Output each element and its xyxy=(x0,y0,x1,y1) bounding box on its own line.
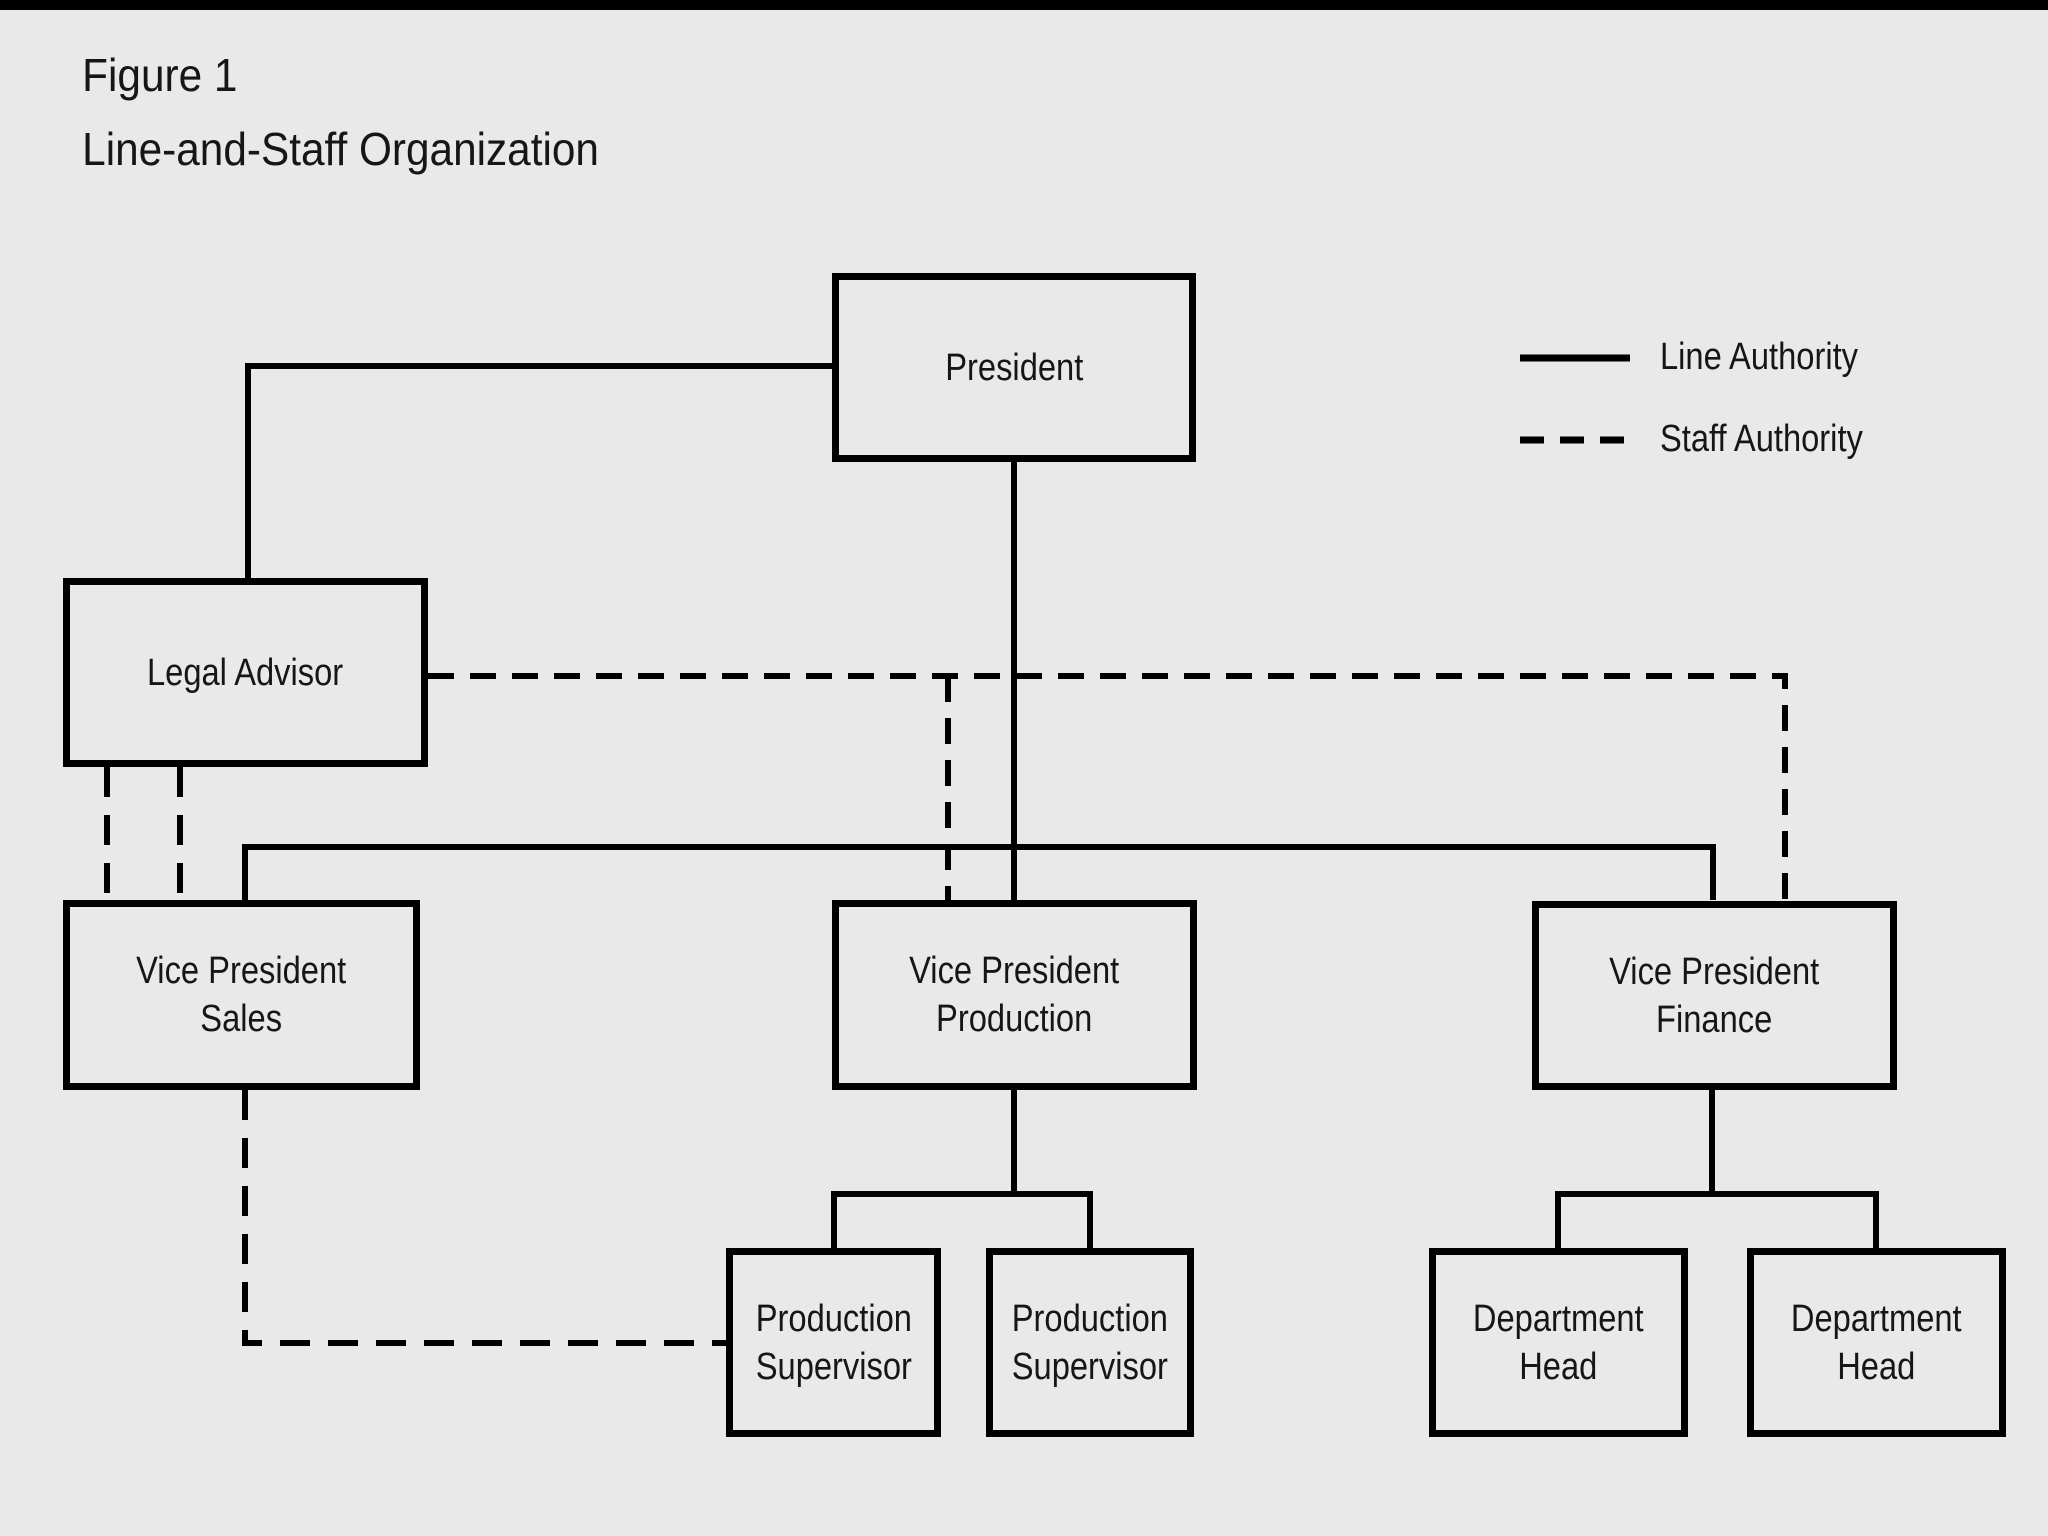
edge-president-legal-advisor xyxy=(245,363,832,578)
node-vp-finance: Vice President Finance xyxy=(1532,901,1897,1090)
node-vp-finance-label: Vice President Finance xyxy=(1609,950,1820,1041)
node-production-supervisor-1: Production Supervisor xyxy=(726,1248,941,1437)
legend-label-staff-authority: Staff Authority xyxy=(1660,418,1863,460)
figure-subtitle: Line-and-Staff Organization xyxy=(82,123,599,175)
node-legal-advisor-label: Legal Advisor xyxy=(147,651,344,694)
node-production-supervisor-2-label: Production Supervisor xyxy=(1011,1297,1169,1388)
edge-president-vps-connector xyxy=(242,844,1716,900)
node-production-supervisor-2: Production Supervisor xyxy=(986,1248,1194,1437)
node-department-head-2-label: Department Head xyxy=(1791,1297,1962,1388)
node-vp-sales: Vice President Sales xyxy=(63,900,420,1090)
node-vp-production-label: Vice President Production xyxy=(909,950,1120,1040)
node-president: President xyxy=(832,273,1196,462)
node-department-head-1: Department Head xyxy=(1429,1248,1688,1437)
node-legal-advisor: Legal Advisor xyxy=(63,578,428,767)
node-department-head-2: Department Head xyxy=(1747,1248,2006,1437)
node-vp-sales-label: Vice President Sales xyxy=(136,950,347,1040)
edge-vp-sales-production-supervisor-dashed xyxy=(242,1090,726,1346)
node-vp-production: Vice President Production xyxy=(832,900,1197,1090)
node-production-supervisor-1-label: Production Supervisor xyxy=(755,1297,912,1388)
node-department-head-1-label: Department Head xyxy=(1473,1297,1644,1388)
node-president-label: President xyxy=(944,346,1084,389)
top-border-bar xyxy=(0,0,2048,10)
edge-vp-finance-department-heads xyxy=(1555,1090,1879,1248)
legend-label-line-authority: Line Authority xyxy=(1660,336,1859,378)
figure-title: Figure 1 xyxy=(82,49,238,101)
edge-vp-production-supervisors xyxy=(831,1090,1093,1248)
edge-legal-advisor-vp-finance-dashed xyxy=(428,673,1788,901)
